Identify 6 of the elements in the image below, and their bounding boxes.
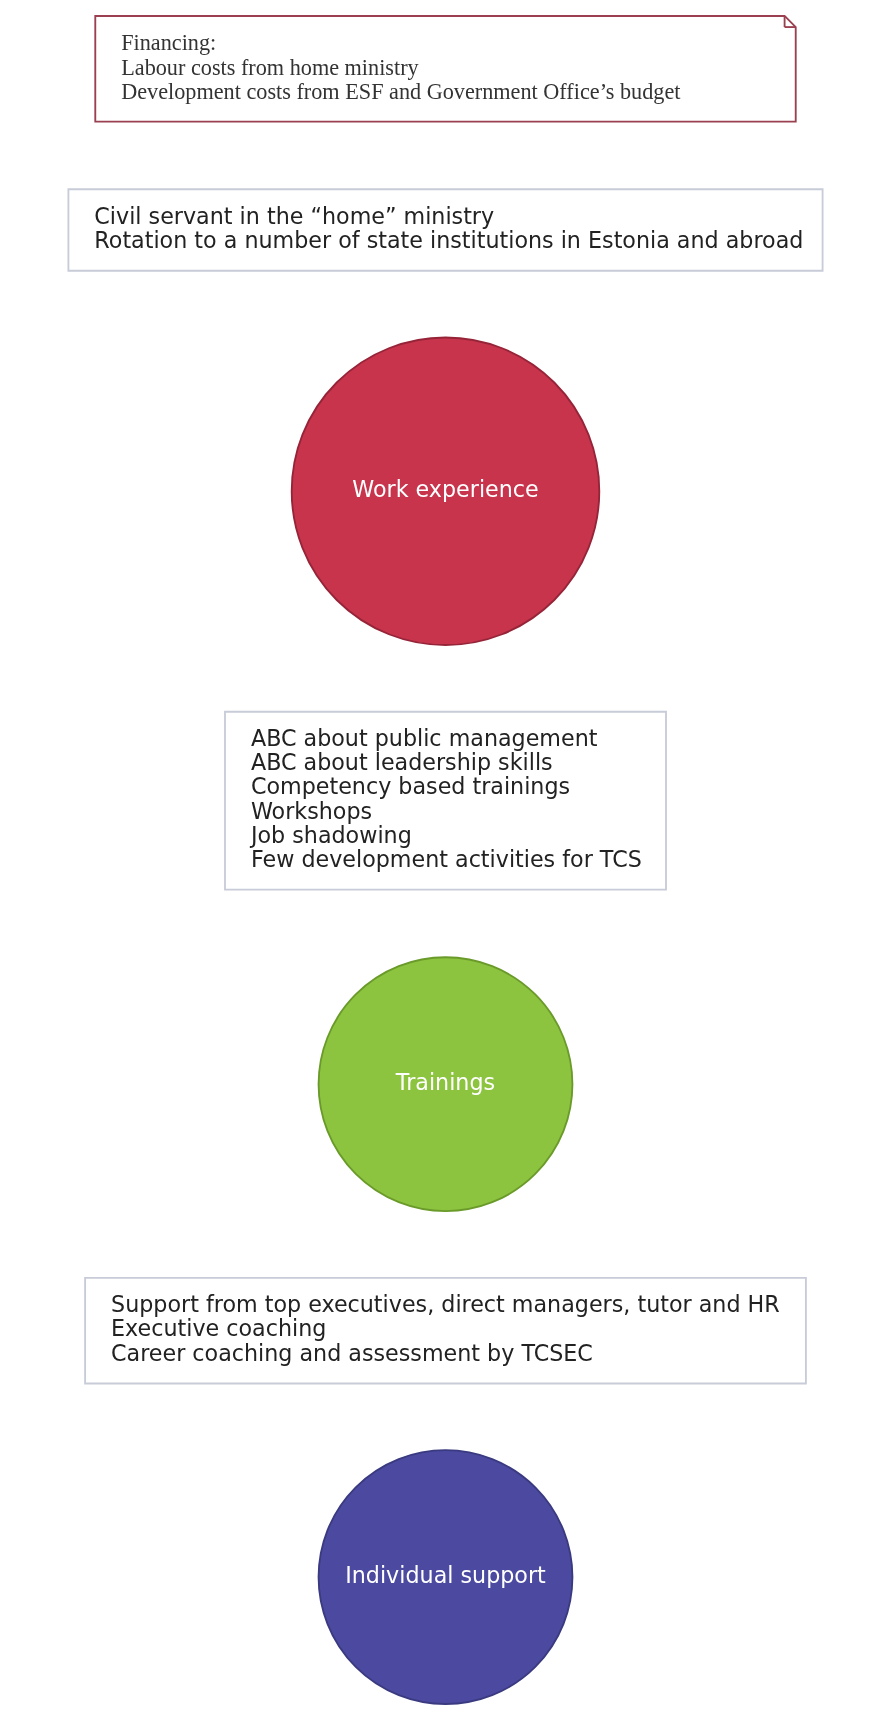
node-box: ABC about public management ABC about leadership skills Competency based trainings Workshops Job shadowing Few development activities for TCS	[223, 710, 667, 891]
node-box: Support from top executives, direct managers, tutor and HR Executive coaching Career coaching and assessment by TCSEC	[83, 1276, 807, 1385]
node-circle: Work experience	[290, 336, 600, 646]
node-circle: Individual support	[317, 1449, 573, 1705]
node-circle: Trainings	[317, 956, 573, 1213]
node-box: Civil servant in the “home” ministry Rotation to a number of state institutions in Estonia and abroad	[67, 188, 823, 272]
